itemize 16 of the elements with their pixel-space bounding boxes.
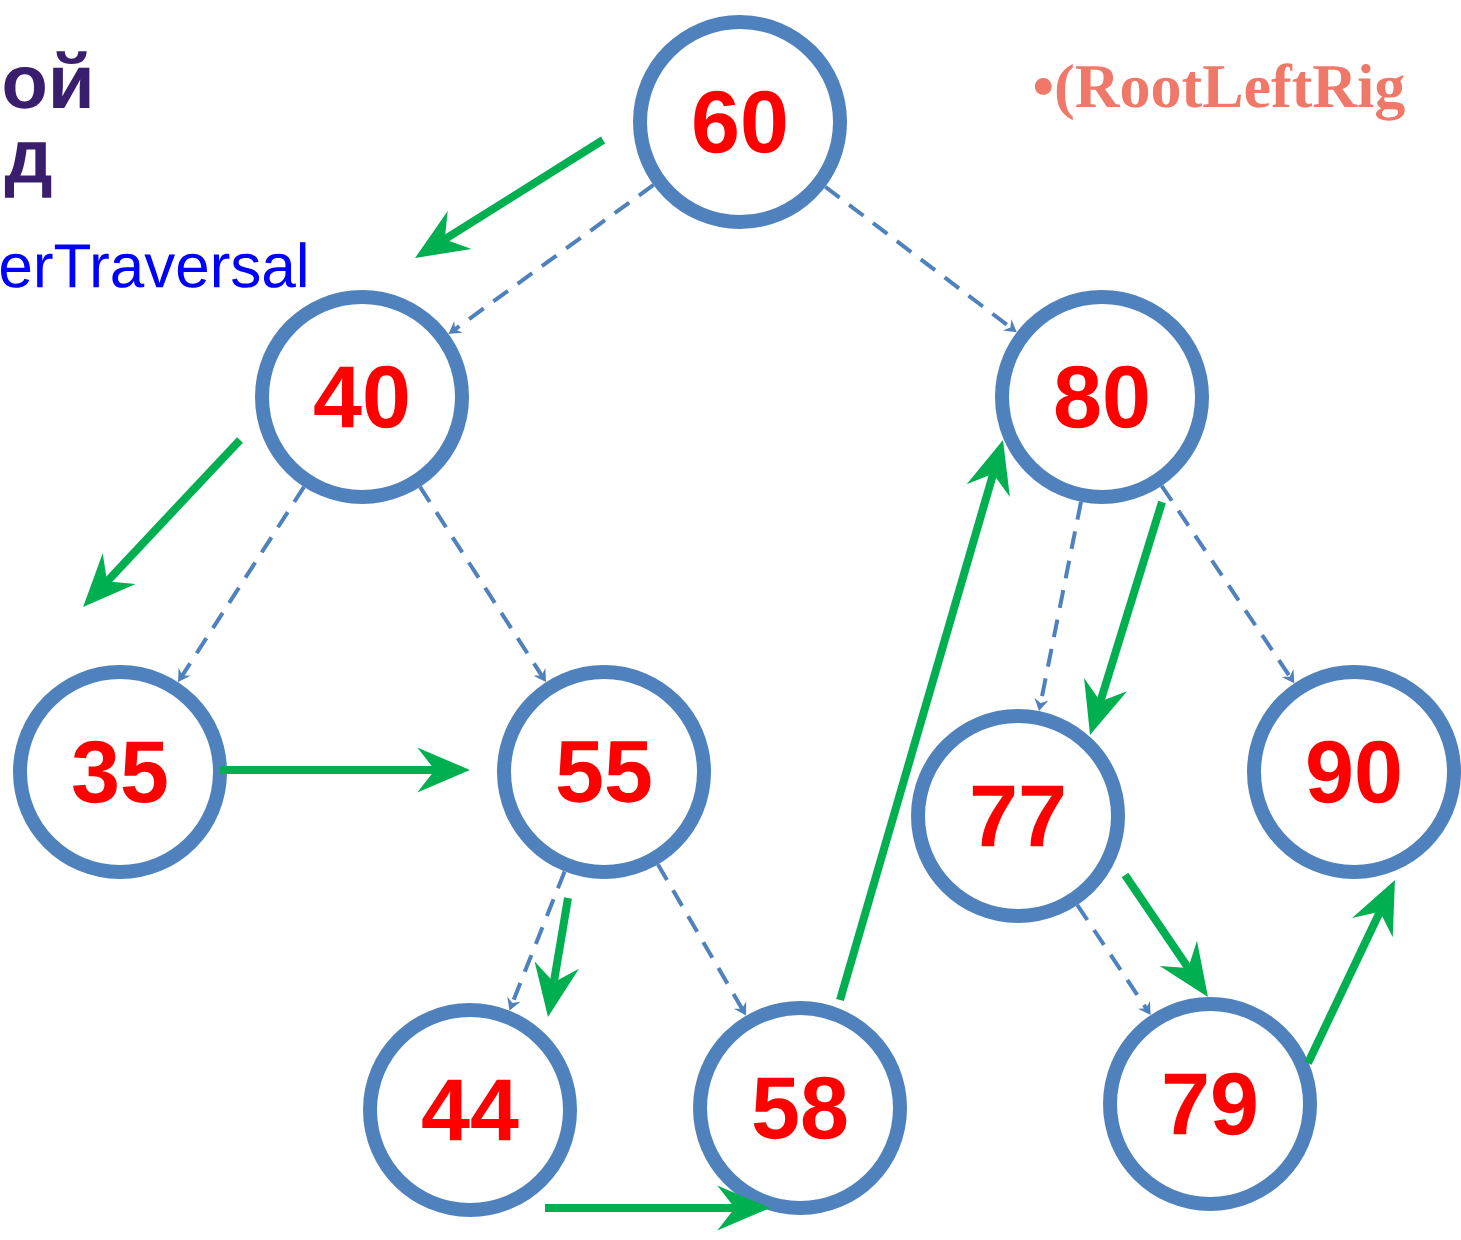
circle-node: 80 <box>995 290 1209 504</box>
circle-node: 44 <box>363 1003 577 1217</box>
heading-text: д <box>4 142 52 198</box>
circle-node: 90 <box>1247 665 1461 879</box>
circle-node: 60 <box>633 15 847 229</box>
circle-node: 77 <box>911 709 1125 923</box>
circle-node: 58 <box>693 1001 907 1215</box>
heading-text: •(RootLeftRig <box>1034 63 1405 121</box>
tree-edge <box>1075 903 1151 1015</box>
circle-node: 40 <box>255 290 469 504</box>
circle-node: 35 <box>13 665 227 879</box>
heading-text: ой <box>4 51 90 109</box>
tree-edge <box>824 185 1017 333</box>
circle-node: 55 <box>497 665 711 879</box>
heading-text: erTraversal <box>1 242 306 288</box>
circle-node: 79 <box>1103 997 1317 1211</box>
